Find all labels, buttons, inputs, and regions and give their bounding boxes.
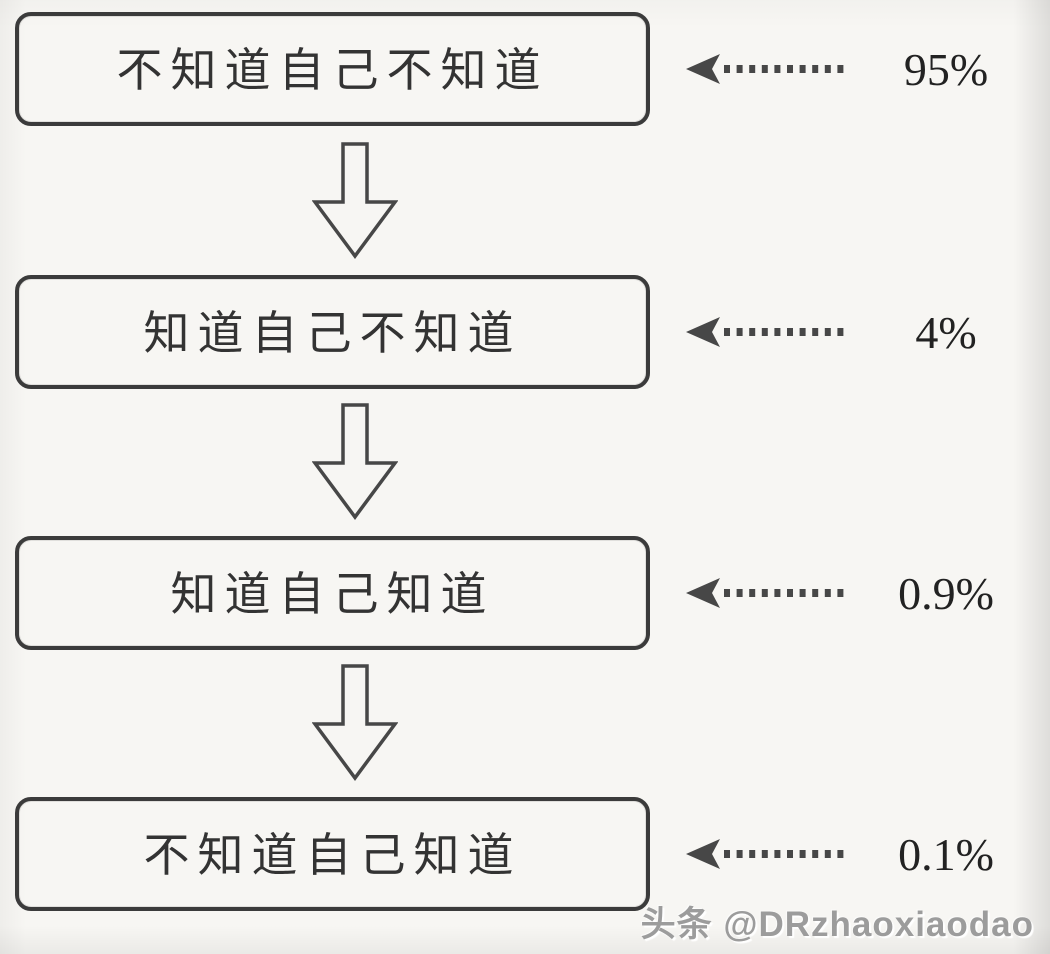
stage-row-3: 知道自己知道 0.9%: [0, 536, 1050, 650]
dotted-arrow-left-icon: [686, 317, 850, 347]
stage-label-1: 不知道自己不知道: [116, 43, 549, 97]
watermark-text: 头条 @DRzhaoxiaodao: [640, 905, 1034, 944]
dotted-arrow-left-icon: [686, 839, 850, 869]
watermark: 头条 @DRzhaoxiaodao: [641, 896, 1034, 947]
stage-row-1: 不知道自己不知道 95%: [0, 12, 1050, 126]
stage-box-4: 不知道自己知道: [15, 797, 650, 911]
stage-box-2: 知道自己不知道: [15, 275, 650, 389]
stage-percent-2: 4%: [915, 306, 977, 358]
stage-box-1: 不知道自己不知道: [15, 12, 650, 126]
down-arrow-icon: [312, 664, 398, 781]
dotted-arrow-left-icon: [686, 54, 850, 84]
stage-percent-3: 0.9%: [898, 567, 994, 619]
stage-row-4: 不知道自己知道 0.1%: [0, 797, 1050, 911]
stage-label-4: 不知道自己知道: [143, 828, 522, 882]
down-arrow-icon: [312, 142, 398, 259]
stage-label-3: 知道自己知道: [170, 567, 495, 621]
stage-row-2: 知道自己不知道 4%: [0, 275, 1050, 389]
stage-percent-4: 0.1%: [898, 828, 994, 880]
stage-percent-1: 95%: [903, 43, 989, 95]
stage-box-3: 知道自己知道: [15, 536, 650, 650]
down-arrow-icon: [312, 403, 398, 520]
dotted-arrow-left-icon: [686, 578, 850, 608]
stage-label-2: 知道自己不知道: [143, 306, 522, 360]
